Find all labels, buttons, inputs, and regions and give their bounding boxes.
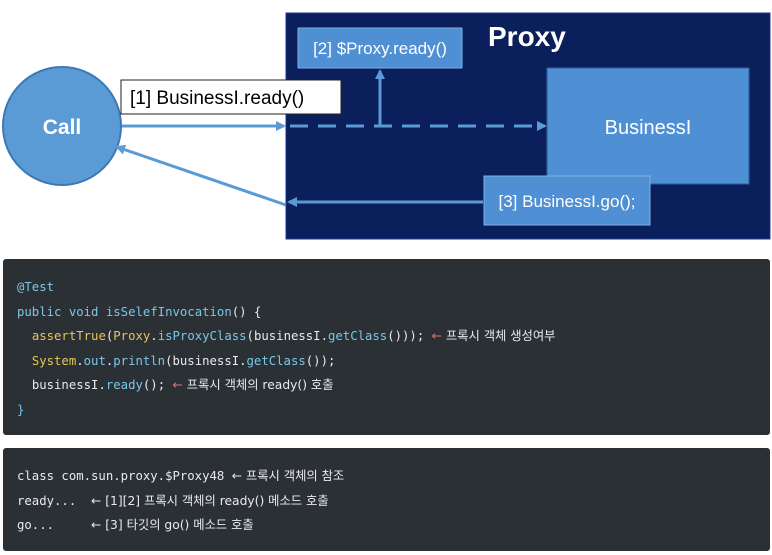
code-line: } bbox=[3, 398, 770, 423]
target-business-label: BusinessI bbox=[605, 117, 692, 139]
console-output-block: class com.sun.proxy.$Proxy48 ← 프록시 객체의 참… bbox=[3, 448, 770, 551]
code-class: System bbox=[31, 353, 77, 368]
code-keyword: public bbox=[17, 304, 62, 319]
left-arrow-icon: ← bbox=[431, 329, 442, 344]
code-function: ready bbox=[105, 378, 143, 393]
code-line: assertTrue(Proxy.isProxyClass(businessI.… bbox=[3, 324, 770, 349]
console-note: ← [3] 타깃의 go() 메소드 호출 bbox=[91, 518, 254, 533]
left-arrow-icon: ← bbox=[172, 378, 183, 393]
business-ready-label: [1] BusinessI.ready() bbox=[130, 88, 304, 109]
code-text: (businessI. bbox=[165, 353, 247, 368]
code-function: isProxyClass bbox=[157, 329, 247, 344]
proxy-diagram: Proxy BusinessI [2] $Proxy.ready() [3] B… bbox=[2, 12, 771, 240]
code-text: ()); bbox=[305, 353, 336, 368]
business-go-label: [3] BusinessI.go(); bbox=[498, 192, 635, 211]
code-comment: 프록시 객체의 ready() 호출 bbox=[182, 378, 334, 393]
code-text: . bbox=[150, 329, 158, 344]
code-function: assertTrue bbox=[31, 329, 106, 344]
console-line: ready... ← [1][2] 프록시 객체의 ready() 메소드 호출 bbox=[3, 489, 770, 514]
code-text: ( bbox=[105, 329, 114, 344]
code-line: System.out.println(businessI.getClass())… bbox=[3, 349, 770, 374]
console-text: ready... bbox=[17, 493, 92, 508]
code-text: () { bbox=[231, 304, 262, 319]
proxy-title: Proxy bbox=[488, 21, 566, 52]
console-text: go... bbox=[17, 518, 92, 533]
code-text: } bbox=[17, 402, 25, 417]
business-ready-label-box bbox=[120, 79, 342, 115]
code-text: . bbox=[76, 353, 84, 368]
code-method-name: isSelefInvocation bbox=[105, 304, 232, 319]
call-circle bbox=[2, 66, 122, 186]
code-line: businessI.ready(); ← 프록시 객체의 ready() 호출 bbox=[3, 373, 770, 398]
return-to-call-arrow bbox=[115, 144, 287, 207]
code-text: (); bbox=[142, 378, 173, 393]
code-line: @Test bbox=[3, 275, 770, 300]
business-go-box bbox=[483, 175, 651, 226]
proxy-ready-box bbox=[297, 27, 463, 69]
proxy-ready-label: [2] $Proxy.ready() bbox=[313, 39, 447, 58]
code-function: getClass bbox=[327, 329, 388, 344]
code-field: out bbox=[83, 353, 106, 368]
console-line: go... ← [3] 타깃의 go() 메소드 호출 bbox=[3, 513, 770, 538]
code-line: public void isSelefInvocation() { bbox=[3, 300, 770, 325]
console-line: class com.sun.proxy.$Proxy48 ← 프록시 객체의 참… bbox=[3, 464, 770, 489]
code-text: (businessI. bbox=[246, 329, 328, 344]
target-business-box bbox=[546, 67, 750, 185]
code-text: businessI. bbox=[31, 378, 106, 393]
console-note: ← [1][2] 프록시 객체의 ready() 메소드 호출 bbox=[91, 493, 329, 508]
code-annotation: @Test bbox=[17, 280, 55, 294]
code-text: . bbox=[105, 353, 114, 368]
code-function: println bbox=[113, 353, 166, 368]
code-class: Proxy bbox=[113, 329, 151, 344]
code-function: getClass bbox=[246, 353, 306, 368]
code-text: ())); bbox=[387, 329, 432, 344]
code-comment: 프록시 객체 생성여부 bbox=[441, 329, 556, 344]
call-label: Call bbox=[43, 116, 82, 139]
console-note: ← 프록시 객체의 참조 bbox=[231, 469, 345, 483]
console-text: class com.sun.proxy.$Proxy48 bbox=[17, 469, 232, 483]
code-keyword: void bbox=[68, 304, 99, 319]
test-code-block: @Test public void isSelefInvocation() { … bbox=[3, 259, 770, 435]
